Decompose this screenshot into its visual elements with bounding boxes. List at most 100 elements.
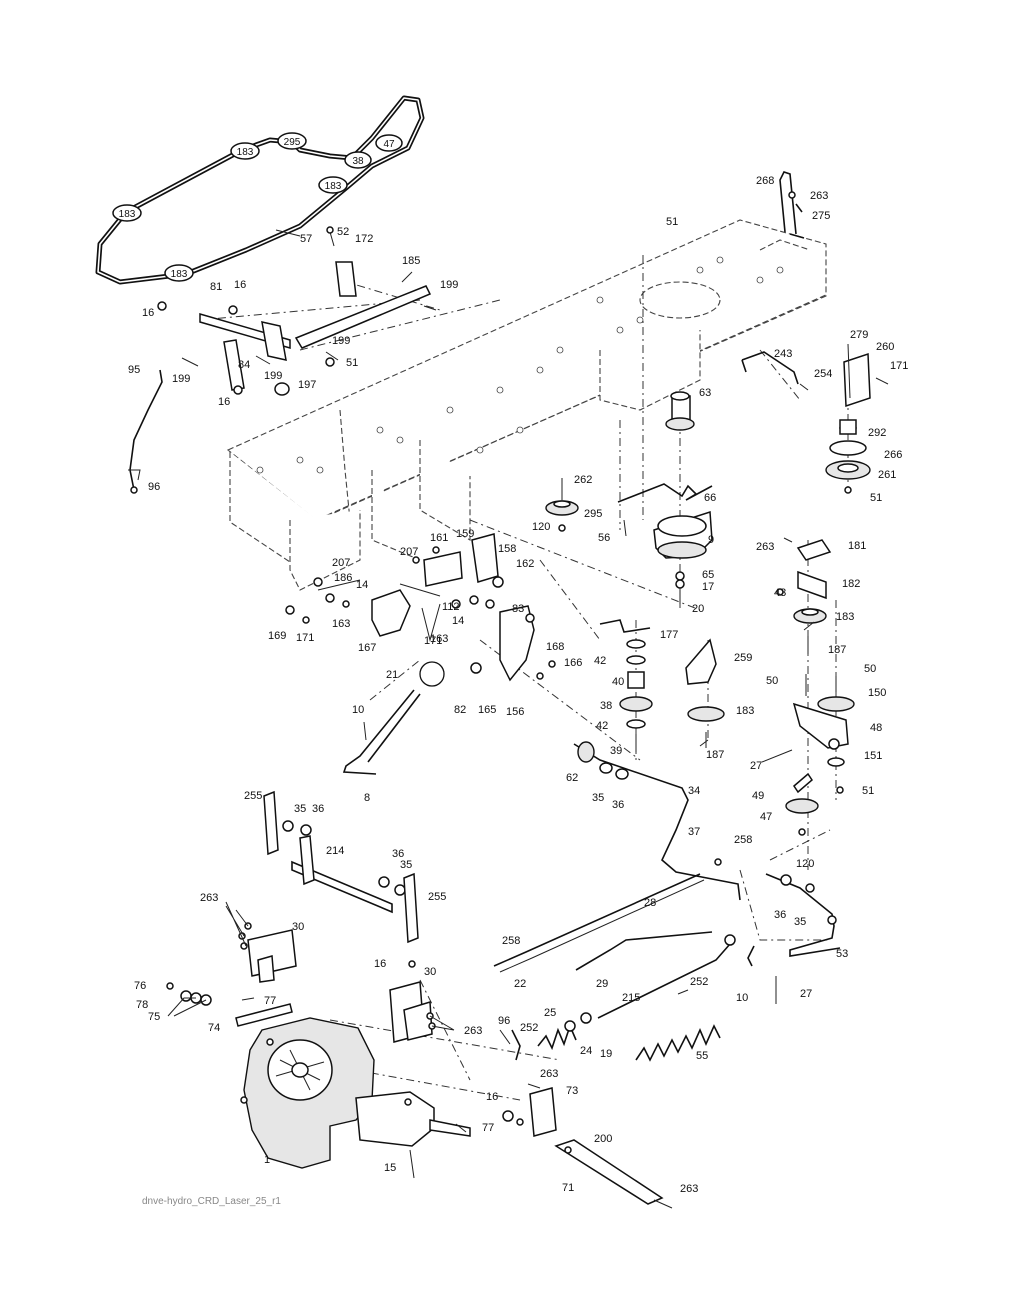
callout-14: 14	[452, 615, 464, 627]
callout-16: 16	[374, 958, 386, 970]
callout-83: 83	[512, 603, 524, 615]
callout-150: 150	[868, 687, 886, 699]
shift-lever	[342, 661, 445, 775]
right-pulley-stack	[825, 343, 889, 494]
callout-36: 36	[612, 799, 624, 811]
brake-rods	[493, 858, 841, 1019]
callout-48: 48	[870, 722, 882, 734]
callout-77: 77	[264, 995, 276, 1007]
callout-25: 25	[544, 1007, 556, 1019]
brake-cable	[128, 369, 163, 494]
callout-16: 16	[486, 1091, 498, 1103]
pulley-295	[545, 478, 627, 537]
callout-82: 82	[454, 704, 466, 716]
callout-53: 53	[836, 948, 848, 960]
callout-163: 163	[430, 633, 448, 645]
callout-38: 38	[600, 700, 612, 712]
callout-163: 163	[332, 618, 350, 630]
callout-16: 16	[142, 307, 154, 319]
callout-252: 252	[690, 976, 708, 988]
callout-252: 252	[520, 1022, 538, 1034]
callout-30: 30	[424, 966, 436, 978]
springs	[499, 1012, 721, 1062]
callout-47: 47	[760, 811, 772, 823]
callout-9: 9	[708, 534, 714, 546]
callout-165: 165	[478, 704, 496, 716]
callout-76: 76	[134, 980, 146, 992]
svg-text:183: 183	[325, 181, 342, 192]
callout-167: 167	[358, 642, 376, 654]
callout-263: 263	[810, 190, 828, 202]
callout-156: 156	[506, 706, 524, 718]
belt-pulley: 183	[318, 176, 348, 194]
callout-96: 96	[498, 1015, 510, 1027]
callout-10: 10	[736, 992, 748, 1004]
callout-34: 34	[688, 785, 700, 797]
svg-text:183: 183	[237, 147, 254, 158]
callout-268: 268	[756, 175, 774, 187]
callout-263: 263	[756, 541, 774, 553]
callout-43: 43	[774, 587, 786, 599]
callout-50: 50	[766, 675, 778, 687]
callout-162: 162	[516, 558, 534, 570]
callout-78: 78	[136, 999, 148, 1011]
svg-text:38: 38	[352, 156, 364, 167]
callout-21: 21	[386, 669, 398, 681]
frame-holes	[256, 256, 784, 474]
callout-261: 261	[878, 469, 896, 481]
pedal-shaft	[573, 741, 741, 901]
callout-207: 207	[400, 546, 418, 558]
callout-52: 52	[337, 226, 349, 238]
callout-51: 51	[666, 216, 678, 228]
crank-243	[741, 351, 809, 391]
shift-rod-268	[779, 171, 805, 239]
right-bracket-stack	[761, 537, 855, 836]
callout-187: 187	[706, 749, 724, 761]
callout-35: 35	[400, 859, 412, 871]
callout-84: 84	[238, 359, 250, 371]
callout-10: 10	[352, 704, 364, 716]
callout-73: 73	[566, 1085, 578, 1097]
callout-36: 36	[392, 848, 404, 860]
callout-200: 200	[594, 1133, 612, 1145]
callout-8: 8	[364, 792, 370, 804]
callout-171: 171	[296, 632, 314, 644]
belt-pulley: 38	[344, 151, 372, 169]
belt-pulley: 183	[112, 204, 142, 222]
callout-27: 27	[750, 760, 762, 772]
callout-50: 50	[864, 663, 876, 675]
callout-258: 258	[502, 935, 520, 947]
svg-text:183: 183	[171, 269, 188, 280]
callout-96: 96	[148, 481, 160, 493]
callout-171: 171	[890, 360, 908, 372]
callout-65: 65	[702, 569, 714, 581]
callout-263: 263	[680, 1183, 698, 1195]
callout-279: 279	[850, 329, 868, 341]
callout-112: 112	[442, 601, 460, 613]
callout-81: 81	[210, 281, 222, 293]
chassis-frame	[226, 219, 829, 591]
callout-22: 22	[514, 978, 526, 990]
callout-182: 182	[842, 578, 860, 590]
axle-rod-assembly	[263, 790, 419, 944]
callout-260: 260	[876, 341, 894, 353]
callout-36: 36	[312, 803, 324, 815]
belt-pulley: 47	[375, 134, 403, 152]
callout-262: 262	[574, 474, 592, 486]
callout-95: 95	[128, 364, 140, 376]
callout-255: 255	[428, 891, 446, 903]
callout-30: 30	[292, 921, 304, 933]
callout-35: 35	[794, 916, 806, 928]
callout-16: 16	[234, 279, 246, 291]
svg-text:47: 47	[383, 139, 395, 150]
belt-pulley: 295	[277, 132, 307, 150]
callout-40: 40	[612, 676, 624, 688]
callout-75: 75	[148, 1011, 160, 1023]
pto-clutch-assembly	[617, 391, 713, 604]
callout-183: 183	[836, 611, 854, 623]
center-pulley-stack	[599, 619, 725, 752]
callout-214: 214	[326, 845, 344, 857]
callout-199: 199	[440, 279, 458, 291]
callout-207: 207	[332, 557, 350, 569]
